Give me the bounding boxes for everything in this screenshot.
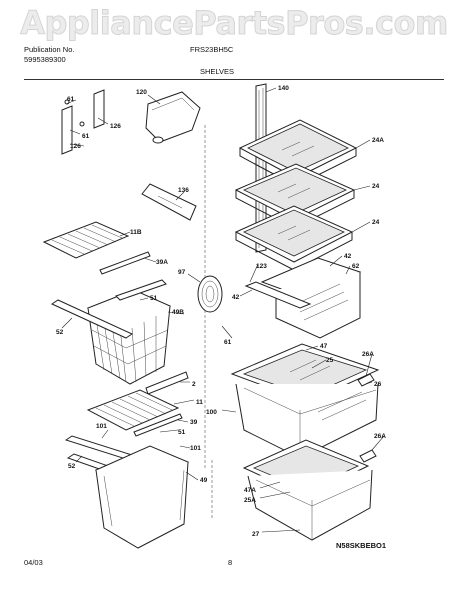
glass-shelf-24-lower bbox=[234, 205, 354, 271]
part-label: 11 bbox=[196, 399, 203, 406]
part-label: 61 bbox=[224, 339, 232, 346]
header-rule bbox=[24, 79, 444, 80]
cabinet-wall-dashes bbox=[204, 125, 213, 520]
part-label: 126 bbox=[70, 143, 81, 150]
part-label: 25 bbox=[326, 357, 334, 364]
part-label: 100 bbox=[206, 409, 217, 416]
wire-basket-49b bbox=[50, 279, 172, 385]
part-label: 24A bbox=[372, 137, 384, 144]
part-label: 62 bbox=[352, 263, 360, 270]
shelf-bracket-part bbox=[61, 89, 105, 155]
shelf-handle-part bbox=[141, 183, 197, 221]
part-label: 123 bbox=[256, 263, 267, 270]
watermark: AppliancePartsPros.com bbox=[20, 4, 449, 43]
clip-26a-lower bbox=[359, 449, 377, 463]
leader-lines bbox=[61, 87, 385, 533]
part-label: 61 bbox=[82, 133, 90, 140]
part-label: 2 bbox=[192, 381, 196, 388]
part-label: 26A bbox=[362, 351, 374, 358]
trim-strip-2 bbox=[145, 371, 189, 395]
part-label: 61 bbox=[67, 96, 75, 103]
footer-date: 04/03 bbox=[24, 558, 43, 567]
part-label: 26A bbox=[374, 433, 386, 440]
section-title: SHELVES bbox=[200, 67, 235, 76]
model-number: FRS23BH5C bbox=[190, 45, 234, 54]
part-label: 51 bbox=[178, 429, 186, 436]
part-label: 49 bbox=[200, 477, 208, 484]
part-label: 120 bbox=[136, 89, 147, 96]
crisper-drawer-upper bbox=[244, 257, 362, 339]
part-label: 47 bbox=[320, 343, 328, 350]
part-label: 27 bbox=[252, 531, 260, 538]
shelf-trim-39 bbox=[133, 413, 183, 437]
wire-shelf-11 bbox=[86, 389, 180, 431]
part-label: 126 bbox=[110, 123, 121, 130]
part-label: 51 bbox=[150, 295, 158, 302]
part-label: 42 bbox=[232, 294, 240, 301]
part-label: 101 bbox=[96, 423, 107, 430]
part-label: 47A bbox=[244, 487, 256, 494]
part-label: 26 bbox=[374, 381, 382, 388]
part-label: 52 bbox=[68, 463, 76, 470]
part-label: 52 bbox=[56, 329, 64, 336]
page-number: 8 bbox=[228, 558, 233, 567]
glass-shelf-24a bbox=[238, 119, 358, 187]
part-label: 136 bbox=[178, 187, 189, 194]
door-bin-part bbox=[145, 91, 201, 144]
publication-label: Publication No. bbox=[24, 45, 75, 54]
part-label: 39 bbox=[190, 419, 198, 426]
wire-shelf-11b bbox=[42, 221, 130, 259]
glass-shelf-24 bbox=[234, 163, 356, 229]
shelf-trim-39a bbox=[99, 251, 151, 275]
part-label: 101 bbox=[190, 445, 201, 452]
part-label: 24 bbox=[372, 219, 380, 226]
part-label: 25A bbox=[244, 497, 256, 504]
part-label: 11B bbox=[130, 229, 142, 236]
part-label: 39A bbox=[156, 259, 168, 266]
part-label: 42 bbox=[344, 253, 352, 260]
ice-coil-part bbox=[197, 275, 223, 313]
freezer-bin-49 bbox=[94, 445, 190, 549]
part-label: 97 bbox=[178, 269, 186, 276]
crisper-drawer-27 bbox=[247, 469, 373, 541]
part-label: 49B bbox=[172, 309, 184, 316]
publication-number: 5995389300 bbox=[24, 55, 66, 64]
part-label: 24 bbox=[372, 183, 380, 190]
diagram-code: N58SKBEBO1 bbox=[336, 541, 387, 550]
part-label: 140 bbox=[278, 85, 289, 92]
